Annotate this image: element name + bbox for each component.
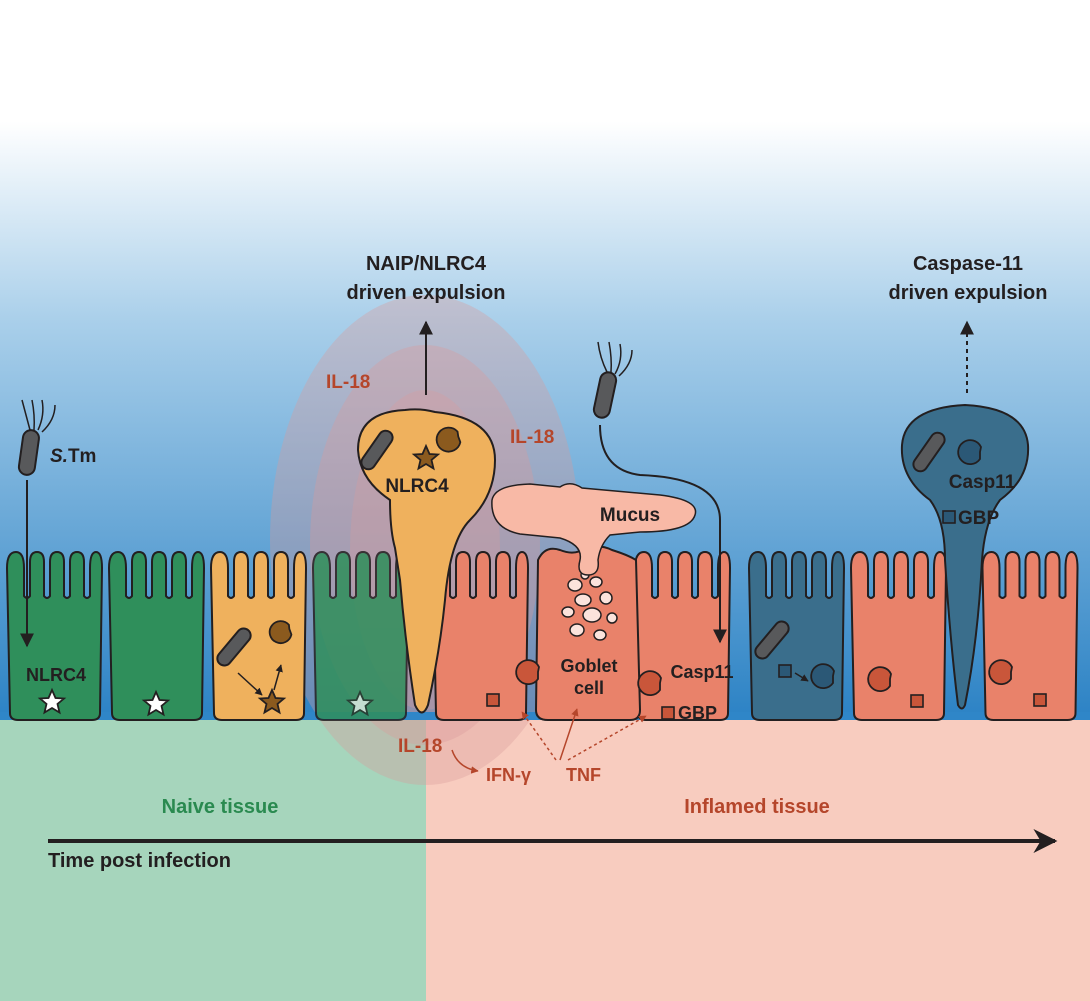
stm-label-italic: S. <box>50 446 68 467</box>
il18-top-label: IL-18 <box>326 372 370 393</box>
gbp-square-icon <box>1033 693 1047 707</box>
casp-title-line1: Caspase-11 <box>913 253 1023 275</box>
star-icon <box>345 689 375 717</box>
bacterium-stm <box>17 399 56 476</box>
tnf-to-goblet-arrow <box>559 708 579 761</box>
goblet-granules <box>561 570 618 641</box>
pacman-icon <box>268 620 293 644</box>
pacman-icon <box>515 659 540 686</box>
naip-title-line1: NAIP/NLRC4 <box>366 253 487 275</box>
mucus-blob <box>491 483 697 576</box>
stm-label-rest: Tm <box>68 446 97 467</box>
tnf-label: TNF <box>566 765 601 785</box>
star-icon <box>37 687 67 715</box>
bacterium-activated-cell <box>216 627 252 667</box>
naip-expelled-cell <box>356 408 497 714</box>
inflamed-tissue-background <box>426 715 1090 1001</box>
bacterium-invading <box>592 341 633 419</box>
goblet-label-line2: cell <box>574 678 604 698</box>
pacman-icon <box>957 439 982 466</box>
gbp-square-icon <box>942 510 956 524</box>
star-icon <box>257 687 287 715</box>
bacterium-casp11-cell <box>912 431 946 473</box>
mucus-label: Mucus <box>600 505 660 526</box>
blue-cell-arrow <box>794 672 809 682</box>
naip-title-line2: driven expulsion <box>347 282 506 304</box>
naive-tissue-background <box>0 715 426 1001</box>
bacterium-blue-cell <box>754 620 790 660</box>
activation-arrow <box>237 672 263 696</box>
gbp-square-icon <box>661 706 675 720</box>
star-icon <box>411 443 441 471</box>
gbp-cell-label: GBP <box>678 703 717 723</box>
activation-arrow-2 <box>273 664 283 691</box>
goblet-cell <box>534 545 642 721</box>
star-icon <box>141 689 171 717</box>
gbp-square-icon <box>910 694 924 708</box>
stm-label: S.Tm <box>50 446 96 467</box>
tnf-to-cell-right-arrow <box>567 715 647 761</box>
tnf-to-cell-left-arrow <box>521 711 557 761</box>
goblet-label-line1: Goblet <box>561 656 618 676</box>
nlrc4-left-label: NLRC4 <box>26 665 86 685</box>
nlrc4-expelled-label: NLRC4 <box>385 476 449 497</box>
pacman-icon <box>435 426 462 453</box>
gbp-square-icon <box>778 664 792 678</box>
pacman-icon <box>810 663 835 690</box>
naive-tissue-label: Naive tissue <box>162 796 279 818</box>
casp11-blue-label: Casp11 <box>949 472 1016 493</box>
gbp-blue-label: GBP <box>958 508 1000 529</box>
gbp-square-icon <box>486 693 500 707</box>
inflamed-tissue-label: Inflamed tissue <box>684 796 830 818</box>
casp-title-line2: driven expulsion <box>889 282 1048 304</box>
pacman-icon <box>637 670 662 697</box>
pacman-icon <box>988 659 1013 686</box>
ifn-label: IFN-γ <box>486 765 531 785</box>
casp11-expelled-cell <box>900 403 1030 710</box>
invasion-arrow <box>599 424 727 644</box>
time-axis-label: Time post infection <box>48 850 231 872</box>
bacterium-naip-cell <box>360 429 394 471</box>
il18-to-ifn-arrow <box>451 749 479 774</box>
il18-right-label: IL-18 <box>510 427 554 448</box>
pacman-icon <box>867 666 892 693</box>
il18-bottom-label: IL-18 <box>398 736 442 757</box>
casp11-cell-label: Casp11 <box>670 662 733 682</box>
